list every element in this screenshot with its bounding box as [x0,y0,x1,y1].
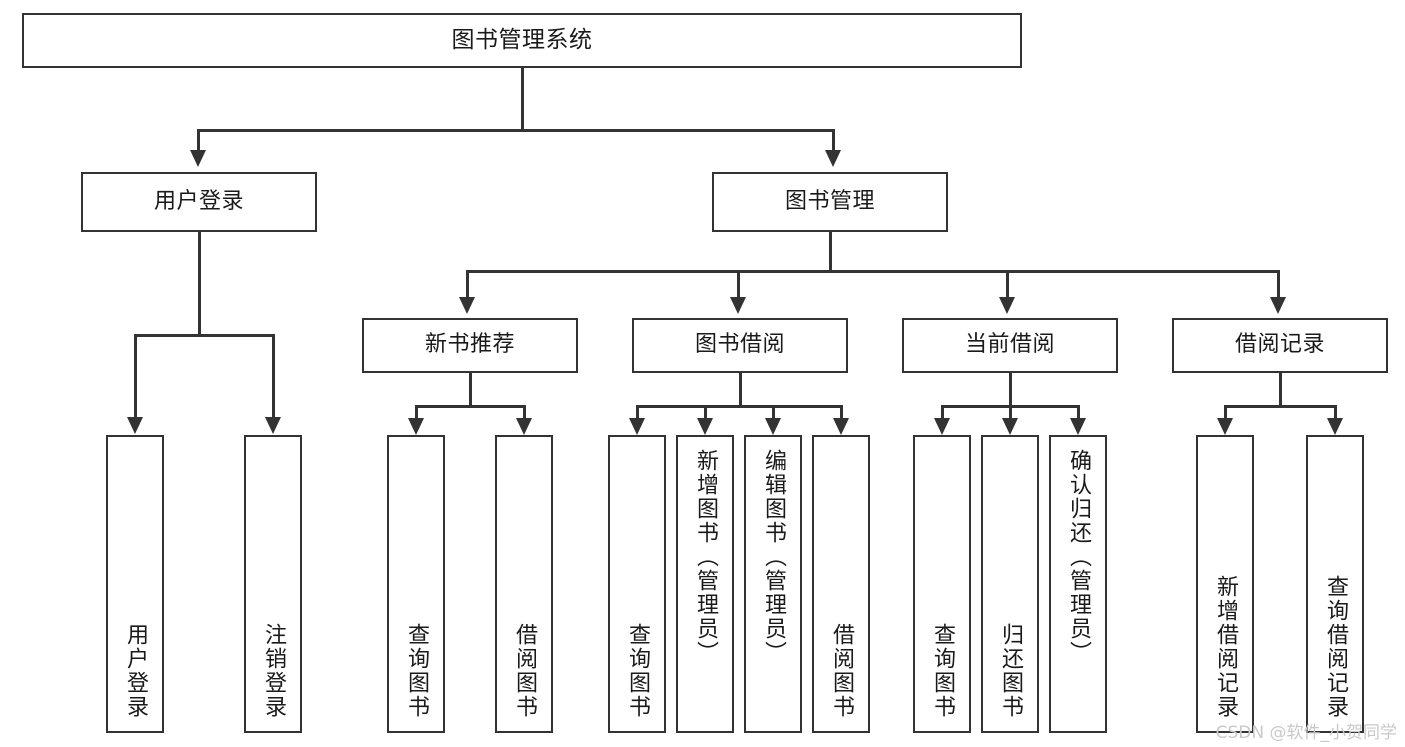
arrow-to-leaf-edit-book [765,418,781,435]
arrow-to-leaf-confirm-return [1070,418,1086,435]
arrow-to-user-login [190,150,206,167]
arrow-to-leaf-query-book-3 [934,418,950,435]
node-label: 图书借阅 [694,332,785,358]
node-current-borrow[interactable]: 当前借阅 [902,318,1118,373]
node-book-management[interactable]: 图书管理 [712,172,948,232]
node-label: 归还图书 [998,623,1023,719]
leaf-return-book[interactable]: 归还图书 [981,435,1039,733]
connector-level3-drop-3 [1006,270,1009,298]
node-label: 新书推荐 [424,332,515,358]
leaf-add-borrow-record[interactable]: 新增借阅记录 [1196,435,1254,733]
leaf-edit-book[interactable]: 编辑图书（管理员） [744,435,802,733]
connector-user-login-drop-2 [272,334,275,418]
connector-borrow-records-bus [1224,405,1336,408]
connector-new-book-stem [469,373,472,407]
connector-borrow-records-drop-1 [1224,405,1227,419]
arrow-to-leaf-user-login [127,417,143,434]
node-label: 图书管理系统 [451,26,593,53]
node-label: 查询图书 [404,623,429,719]
connector-current-borrow-drop-1 [941,405,944,419]
connector-book-borrow-drop-2 [704,405,707,419]
connector-current-borrow-drop-3 [1077,405,1080,419]
arrow-to-new-book [459,297,475,314]
connector-new-book-drop-1 [415,405,418,419]
node-user-login[interactable]: 用户登录 [81,172,317,232]
connector-borrow-records-stem [1279,373,1282,407]
leaf-query-book-current[interactable]: 查询图书 [913,435,971,733]
connector-book-borrow-drop-1 [636,405,639,419]
node-new-book-recommend[interactable]: 新书推荐 [362,318,578,373]
leaf-borrow-book-new[interactable]: 借阅图书 [495,435,553,733]
node-label: 借阅记录 [1234,332,1325,358]
node-label: 借阅图书 [512,623,537,719]
connector-level3-drop-4 [1277,270,1280,298]
node-label: 确认归还（管理员） [1066,449,1091,665]
arrow-to-leaf-query-book-2 [629,418,645,435]
leaf-borrow-book[interactable]: 借阅图书 [812,435,870,733]
leaf-query-borrow-record[interactable]: 查询借阅记录 [1306,435,1364,733]
node-label: 用户登录 [123,623,148,719]
connector-level3-bus [466,270,1280,273]
node-label: 查询借阅记录 [1323,575,1348,719]
connector-user-login-drop-1 [134,334,137,418]
leaf-logout[interactable]: 注销登录 [244,435,302,733]
node-book-borrow[interactable]: 图书借阅 [632,318,848,373]
connector-current-borrow-stem [1009,373,1012,407]
connector-book-borrow-stem [739,373,742,407]
arrow-to-leaf-query-record [1327,418,1343,435]
node-label: 当前借阅 [964,332,1055,358]
arrow-to-leaf-query-book-1 [408,418,424,435]
node-borrow-records[interactable]: 借阅记录 [1172,318,1388,373]
node-label: 注销登录 [261,623,286,719]
connector-book-borrow-bus [636,405,842,408]
arrow-to-leaf-logout [265,417,281,434]
node-root-system[interactable]: 图书管理系统 [22,13,1022,68]
node-label: 新增图书（管理员） [693,449,718,665]
connector-book-borrow-drop-4 [840,405,843,419]
connector-level2-bus [197,129,834,132]
connector-level2-drop-left [197,129,200,151]
leaf-user-login[interactable]: 用户登录 [106,435,164,733]
connector-book-borrow-drop-3 [772,405,775,419]
connector-root-stem [521,68,524,130]
leaf-query-book-borrow[interactable]: 查询图书 [608,435,666,733]
connector-level3-drop-2 [737,270,740,298]
node-label: 查询图书 [930,623,955,719]
leaf-add-book[interactable]: 新增图书（管理员） [676,435,734,733]
node-label: 图书管理 [784,188,875,214]
node-label: 查询图书 [625,623,650,719]
connector-borrow-records-drop-2 [1334,405,1337,419]
arrow-to-leaf-add-record [1217,418,1233,435]
node-label: 借阅图书 [829,623,854,719]
arrow-to-leaf-borrow-book-1 [516,418,532,435]
connector-user-login-stem [198,232,201,336]
leaf-query-book-new[interactable]: 查询图书 [387,435,445,733]
leaf-confirm-return[interactable]: 确认归还（管理员） [1049,435,1107,733]
arrow-to-book-management [825,150,841,167]
arrow-to-leaf-add-book [697,418,713,435]
connector-user-login-bus [134,334,274,337]
arrow-to-leaf-borrow-book-2 [833,418,849,435]
node-label: 用户登录 [153,188,244,214]
connector-new-book-drop-2 [523,405,526,419]
arrow-to-borrow-records [1270,297,1286,314]
node-label: 新增借阅记录 [1213,575,1238,719]
connector-book-management-stem [829,232,832,272]
arrow-to-leaf-return-book [1002,418,1018,435]
connector-new-book-bus [415,405,525,408]
arrow-to-book-borrow [730,297,746,314]
connector-current-borrow-drop-2 [1009,405,1012,419]
node-label: 编辑图书（管理员） [761,449,786,665]
arrow-to-current-borrow [999,297,1015,314]
connector-level3-drop-1 [466,270,469,298]
watermark: CSDN @软件_小贺同学 [1215,723,1397,743]
connector-level2-drop-right [832,129,835,151]
